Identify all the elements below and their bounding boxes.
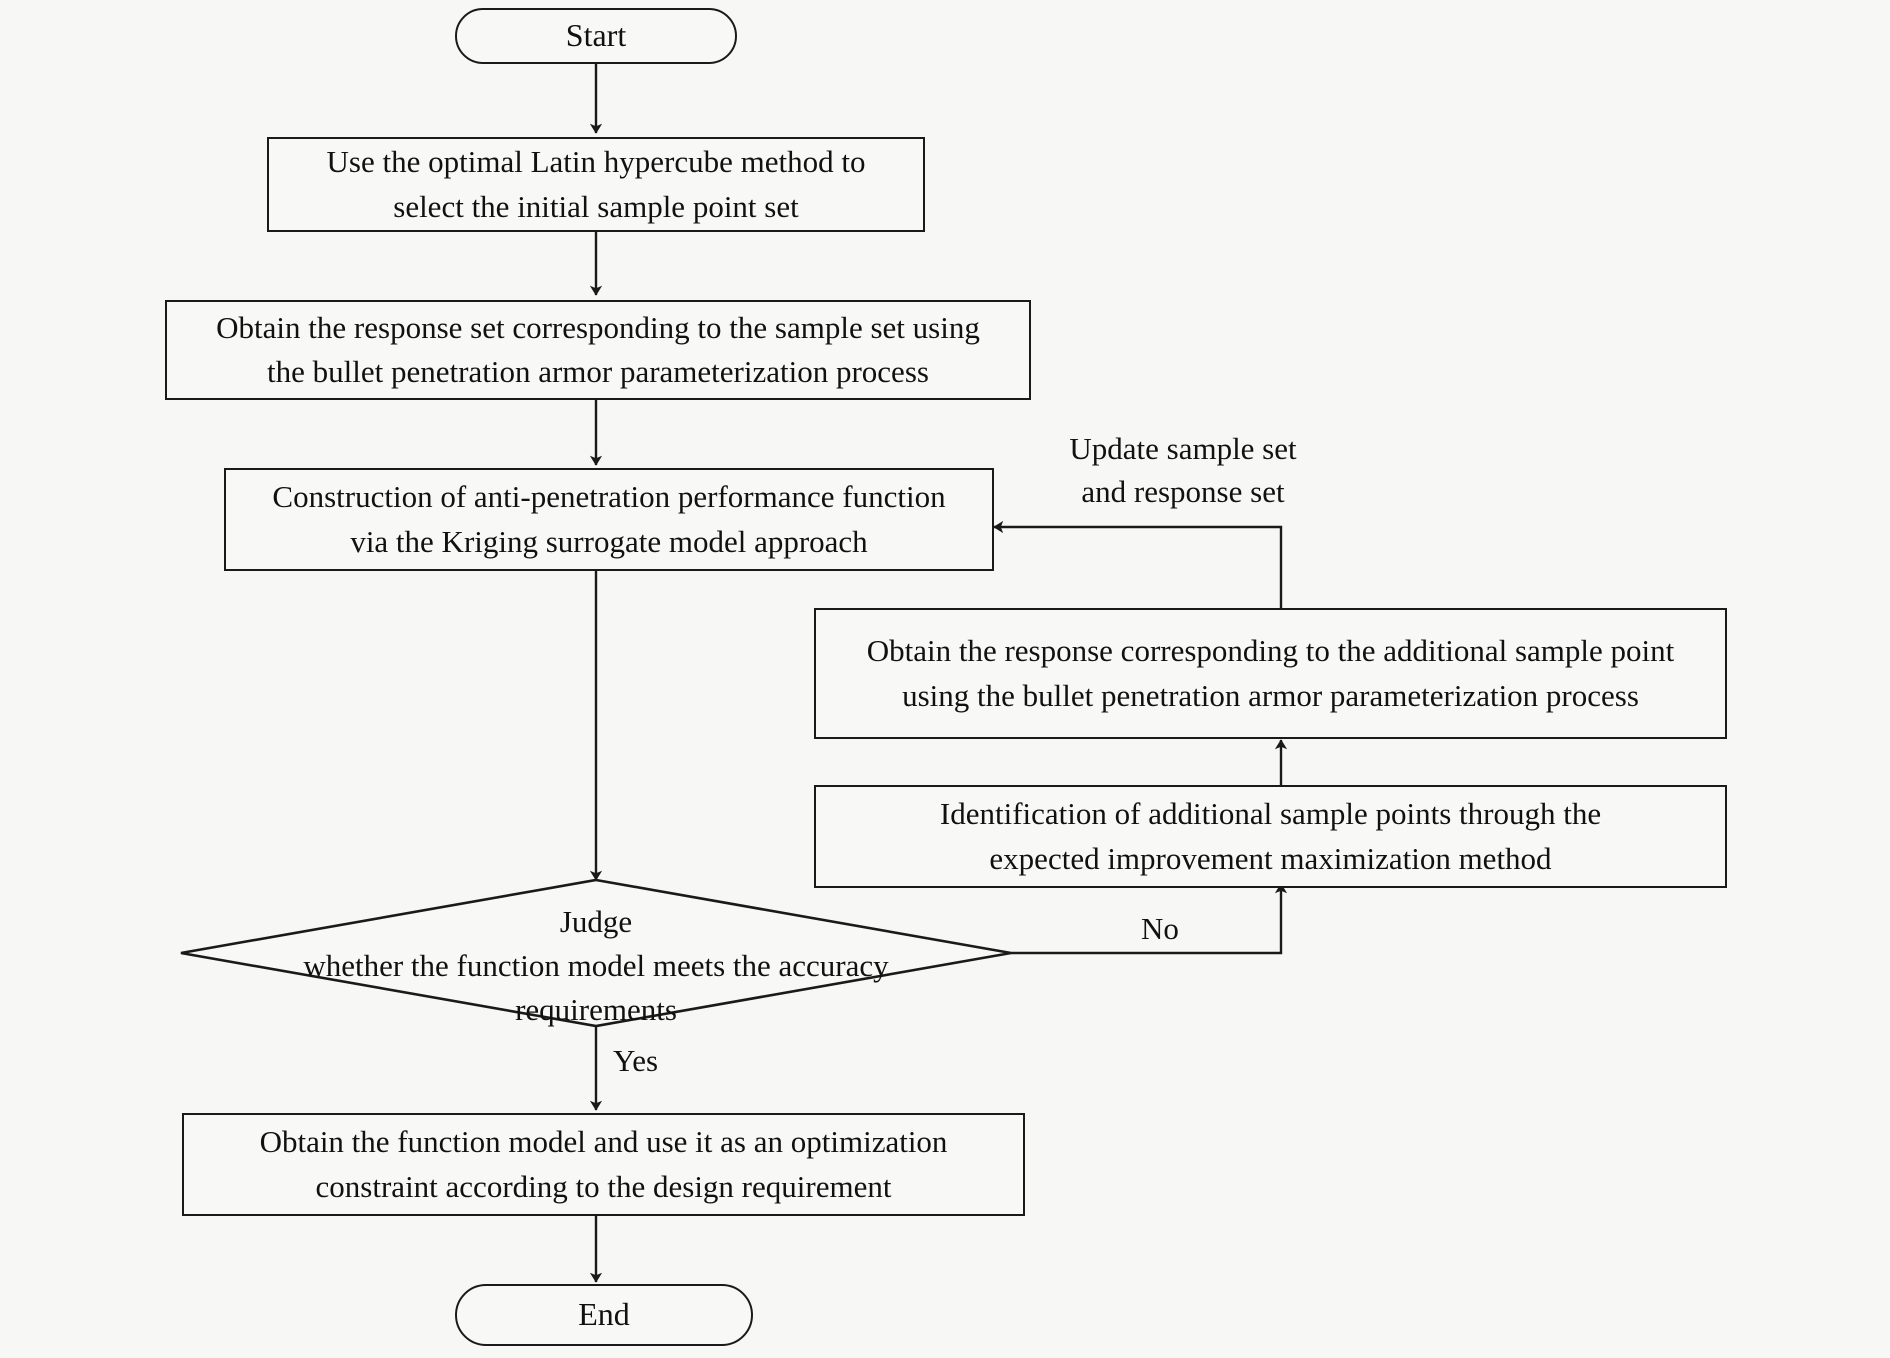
node-end-label: End xyxy=(578,1296,630,1333)
node-identification[interactable]: Identification of additional sample poin… xyxy=(814,785,1727,888)
node-response-set-label: Obtain the response set corresponding to… xyxy=(216,309,980,389)
node-optimization-constraint[interactable]: Obtain the function model and use it as … xyxy=(182,1113,1025,1216)
node-start-label: Start xyxy=(565,17,627,54)
node-additional-response-label: Obtain the response corresponding to the… xyxy=(866,633,1675,713)
edge-additional-to-construction xyxy=(993,520,1283,608)
node-end[interactable]: End xyxy=(455,1284,753,1346)
node-construction[interactable]: Construction of anti-penetration perform… xyxy=(224,468,994,571)
node-latin-hypercube[interactable]: Use the optimal Latin hypercube method t… xyxy=(267,137,925,232)
edge-label-no: No xyxy=(1141,911,1179,946)
edge-label-yes: Yes xyxy=(613,1043,659,1078)
edge-label-update: Update sample set and response set xyxy=(1069,431,1297,509)
node-additional-response[interactable]: Obtain the response corresponding to the… xyxy=(814,608,1727,739)
node-latin-hypercube-label: Use the optimal Latin hypercube method t… xyxy=(326,144,866,224)
node-optimization-constraint-label: Obtain the function model and use it as … xyxy=(259,1124,948,1204)
node-start[interactable]: Start xyxy=(455,8,737,64)
node-identification-label: Identification of additional sample poin… xyxy=(939,796,1602,876)
node-construction-label: Construction of anti-penetration perform… xyxy=(272,479,946,559)
node-judge-label: Judge whether the function model meets t… xyxy=(303,904,889,1028)
node-response-set[interactable]: Obtain the response set corresponding to… xyxy=(165,300,1031,400)
